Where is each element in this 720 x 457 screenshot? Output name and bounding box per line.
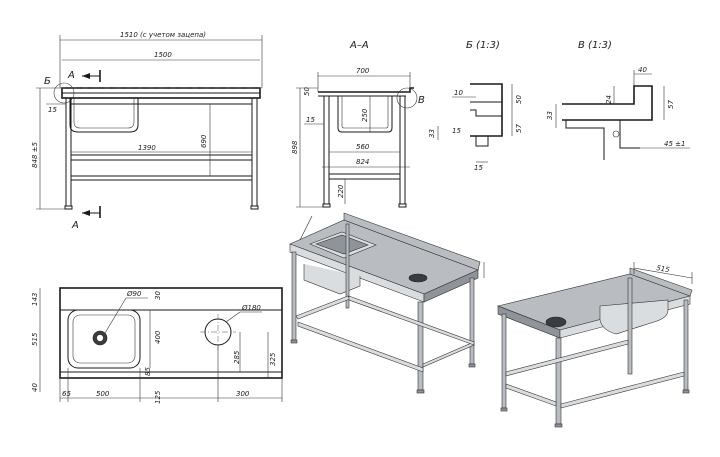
aa-leg-left bbox=[323, 95, 330, 205]
section-mark-bottom: А bbox=[71, 220, 79, 231]
detail-b-d1: 10 bbox=[454, 89, 463, 97]
dim-leg-height: 690 bbox=[200, 134, 208, 148]
detail-v-view: В (1:3) 40 24 57 33 45 ±1 bbox=[546, 40, 690, 160]
aa-sink-bowl bbox=[337, 96, 393, 133]
detail-v-title: В (1:3) bbox=[578, 40, 612, 51]
detail-v-d1: 40 bbox=[638, 66, 647, 74]
detail-v-d5: 45 ±1 bbox=[664, 140, 685, 148]
dim-plan-front-rim: 40 bbox=[31, 383, 39, 392]
plan-sink-bowl bbox=[67, 309, 141, 369]
front-view: 1510 (с учетом зацепа) 1500 1390 690 848… bbox=[31, 31, 263, 231]
detail-b-d3: 57 bbox=[515, 124, 523, 133]
detail-v-profile bbox=[562, 85, 653, 121]
dim-plan-bowl-width: 500 bbox=[96, 390, 110, 398]
dim-aa-shelf-height: 220 bbox=[337, 184, 345, 198]
detail-v-d2: 24 bbox=[605, 95, 613, 104]
iso-main-hole bbox=[408, 273, 428, 283]
dim-aa-base-depth: 560 bbox=[356, 143, 370, 151]
dim-front-height: 848 ±5 bbox=[31, 142, 39, 168]
detail-b-d4: 15 bbox=[452, 127, 461, 135]
detail-v-d3: 57 bbox=[667, 100, 675, 109]
dim-plan-left-offset: 65 bbox=[62, 390, 71, 398]
iso-view-main bbox=[289, 212, 485, 394]
detail-v-circle bbox=[396, 87, 418, 109]
dim-plan-depth: 515 bbox=[31, 332, 39, 346]
dim-overall-width: 1510 (с учетом зацепа) bbox=[120, 31, 206, 39]
detail-b-profile bbox=[470, 83, 503, 137]
iso-view-back: 515 bbox=[496, 262, 693, 428]
dim-plan-hole-y2: 325 bbox=[269, 352, 277, 366]
dim-top-width: 1500 bbox=[154, 51, 172, 59]
iso-back-leg-2 bbox=[555, 337, 562, 425]
iso-back-leg-3 bbox=[683, 299, 689, 391]
aa-shelf bbox=[328, 173, 401, 180]
dim-plan-bowl-top: 30 bbox=[154, 291, 162, 300]
dim-plan-drain: Ø90 bbox=[126, 290, 142, 298]
detail-v-mark: В bbox=[418, 95, 425, 106]
dim-iso-back: 515 bbox=[656, 264, 671, 274]
detail-b-mark: Б bbox=[44, 76, 51, 87]
detail-b-circle bbox=[53, 82, 75, 104]
front-frame-bar bbox=[70, 154, 253, 161]
detail-b-d2: 50 bbox=[515, 95, 523, 104]
dim-plan-back-rim: 143 bbox=[31, 293, 39, 306]
aa-tabletop bbox=[318, 87, 414, 93]
section-mark-top: А bbox=[67, 70, 75, 81]
dim-aa-top-depth: 700 bbox=[356, 67, 370, 75]
front-sink-bowl bbox=[69, 98, 139, 133]
iso-main-leg-2 bbox=[417, 301, 424, 391]
front-leg-right bbox=[251, 97, 258, 207]
detail-b-title: Б (1:3) bbox=[466, 40, 500, 51]
plan-tabletop bbox=[59, 287, 283, 379]
detail-b-view: Б (1:3) 10 50 57 15 33 15 bbox=[428, 40, 523, 172]
dim-leg-span: 1390 bbox=[138, 144, 156, 152]
front-lower-shelf bbox=[70, 175, 253, 181]
dim-plan-hole-y: 285 bbox=[233, 350, 241, 364]
aa-leg-right bbox=[399, 95, 406, 205]
dim-aa-height: 898 bbox=[291, 140, 299, 154]
dim-front-edge: 15 bbox=[48, 106, 57, 114]
dim-aa-shelf-depth: 824 bbox=[356, 158, 369, 166]
dim-plan-hole: Ø180 bbox=[241, 304, 261, 312]
dim-aa-top-thickness: 50 bbox=[303, 87, 311, 96]
dim-aa-bowl-depth: 250 bbox=[361, 108, 369, 122]
plan-view: Ø90 Ø180 143 515 40 30 400 85 125 285 32… bbox=[31, 287, 283, 404]
iso-main-leg-1 bbox=[291, 251, 297, 341]
dim-aa-edge: 15 bbox=[306, 116, 315, 124]
iso-back-hole bbox=[545, 316, 567, 328]
detail-v-d4: 33 bbox=[546, 111, 554, 120]
dim-plan-hole-x: 300 bbox=[236, 390, 250, 398]
detail-b-d6: 15 bbox=[474, 164, 483, 172]
iso-back-bowl bbox=[599, 299, 669, 335]
detail-b-d5: 33 bbox=[428, 129, 436, 138]
dim-plan-bowl-front: 85 bbox=[144, 367, 152, 376]
section-aa-title: А–А bbox=[349, 40, 369, 51]
dim-plan-bowl-margin: 125 bbox=[154, 390, 162, 404]
iso-back-leg-1 bbox=[501, 313, 507, 409]
section-aa-view: А–А 700 250 560 824 898 50 15 bbox=[291, 40, 425, 208]
dim-plan-bowl-depth: 400 bbox=[154, 330, 162, 344]
